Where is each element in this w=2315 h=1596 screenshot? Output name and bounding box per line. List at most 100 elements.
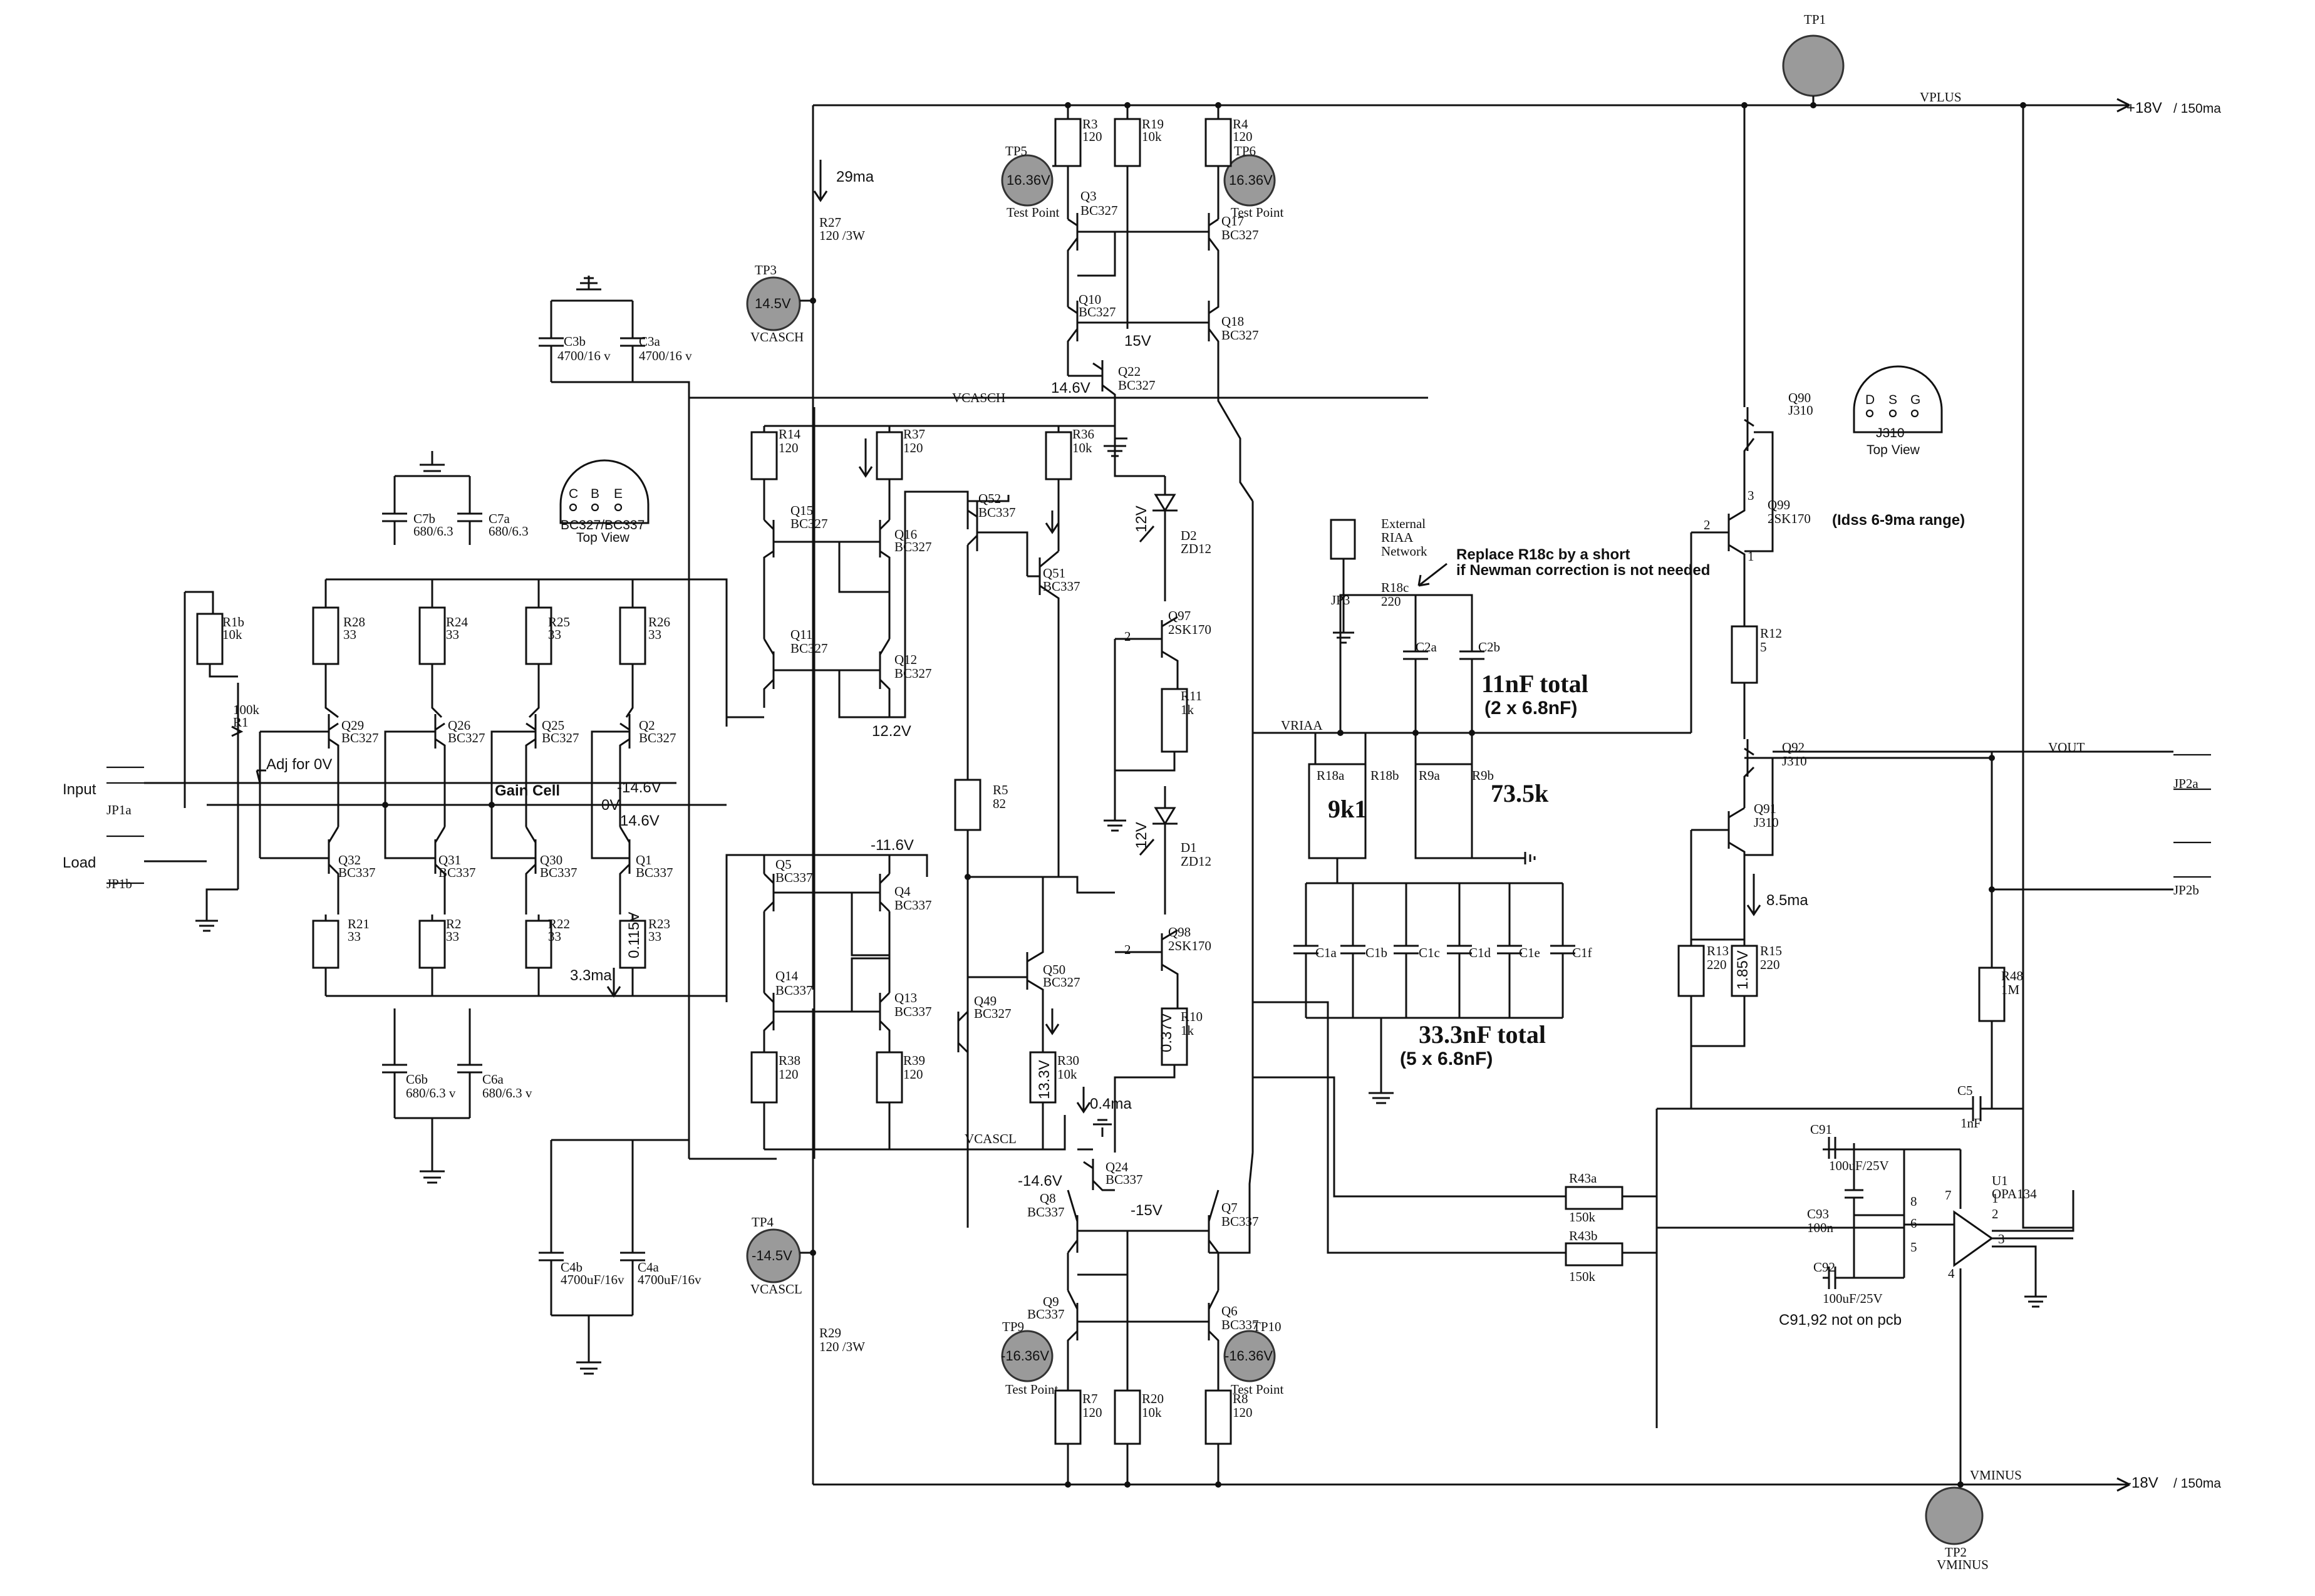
r28-value: 33 [343, 627, 356, 642]
q99-label: Q99 [1768, 497, 1790, 512]
c6b-value: 680/6.3 v [406, 1086, 456, 1101]
tp5-value: 16.36V [1007, 172, 1050, 188]
c6a-label: C6a [482, 1072, 504, 1087]
d2-label: D2 [1181, 528, 1197, 543]
tp10-caption: Test Point [1231, 1382, 1283, 1397]
v12a-note: 12V [1133, 505, 1150, 532]
r25-value: 33 [548, 627, 561, 642]
q31-type: BC337 [438, 865, 476, 880]
r10-value: 1k [1181, 1023, 1194, 1038]
tp1-circle [1782, 34, 1845, 97]
r43a-label: R43a [1569, 1171, 1597, 1186]
d1-label: D1 [1181, 840, 1197, 855]
gain-cell: R28 33 R24 33 R25 33 R26 33 Q29 BC327 Q2… [169, 578, 728, 998]
tp6-circle [1223, 154, 1276, 207]
adj-note: Adj for 0V [266, 756, 332, 773]
q25-type: BC327 [542, 730, 579, 745]
gain-cell-label: Gain Cell [495, 782, 560, 799]
r11-value: 1k [1181, 702, 1194, 717]
r8-label: R8 [1233, 1391, 1248, 1406]
q10-type: BC327 [1079, 304, 1116, 319]
second-stage: R14 120 R37 120 R36 10k Q15 BC327 Q16 BC… [725, 407, 1254, 1228]
r8-value: 120 [1233, 1405, 1253, 1420]
pin6-label: 6 [1910, 1216, 1917, 1231]
v122-note: 12.2V [872, 723, 911, 740]
vcascl-label: VCASCL [965, 1131, 1017, 1146]
jp3-body [1330, 519, 1356, 560]
q1-label: Q1 [636, 852, 652, 868]
r2-value: 33 [446, 929, 459, 944]
v037-note: 0.37V [1158, 1013, 1175, 1052]
c92-value: 100uF/25V [1823, 1291, 1883, 1306]
q3-type: BC327 [1080, 203, 1118, 218]
r18c-label: R18c [1381, 580, 1409, 595]
c1c-label: C1c [1419, 945, 1440, 960]
q13-label: Q13 [894, 990, 917, 1005]
replace-note-1: Replace R18c by a short [1456, 546, 1630, 563]
jp1b-label: JP1b [106, 876, 132, 891]
c6b-label: C6b [406, 1072, 428, 1087]
r48-label: R48 [2001, 968, 2023, 983]
u1-label: U1 [1992, 1173, 2008, 1188]
q26-type: BC327 [448, 730, 485, 745]
r30-value: 10k [1057, 1067, 1077, 1082]
q2-type: BC327 [639, 730, 676, 745]
tp2-circle [1925, 1486, 1984, 1545]
v12b-note: 12V [1133, 822, 1150, 849]
pin-e: E [614, 487, 623, 501]
tp4-circle [746, 1228, 801, 1283]
q25-label: Q25 [542, 718, 564, 733]
r36-label: R36 [1072, 427, 1094, 442]
r7-label: R7 [1082, 1391, 1098, 1406]
q18-type: BC327 [1221, 328, 1259, 343]
bc-caption: BC327/BC337 [561, 518, 645, 532]
r21-label: R21 [348, 916, 370, 931]
r2-label: R2 [446, 916, 462, 931]
vm15-note: -15V [1131, 1202, 1163, 1219]
q97-type: 2SK170 [1168, 622, 1211, 637]
c1e-label: C1e [1519, 945, 1540, 960]
q5-label: Q5 [775, 857, 792, 872]
pos-rail-label: +18V [2126, 100, 2162, 117]
tp3-value: 14.5V [755, 296, 791, 311]
tp3-sub: VCASCH [750, 329, 804, 345]
r10-label: R10 [1181, 1009, 1203, 1024]
q15-label: Q15 [790, 503, 813, 518]
tp2-sub: VMINUS [1937, 1557, 1989, 1572]
c4b-value: 4700uF/16v [561, 1272, 624, 1287]
q90-label: Q90 [1788, 390, 1811, 405]
c92-label: C92 [1813, 1260, 1835, 1275]
pin-c: C [569, 487, 578, 501]
pin5-label: 5 [1910, 1240, 1917, 1255]
input-label: Input [63, 781, 96, 798]
r1-label: R1 [233, 715, 249, 730]
d2-type: ZD12 [1181, 541, 1211, 556]
r4-value: 120 [1233, 129, 1253, 144]
upper-current-source: R3 120 R19 10k R4 120 Q3 BC327 Q17 BC327… [800, 105, 1259, 502]
q52-type: BC337 [978, 505, 1016, 520]
c1d-label: C1d [1469, 945, 1491, 960]
q90-type: J310 [1788, 403, 1813, 418]
r15-value: 220 [1760, 957, 1780, 972]
q98-gate: 2 [1124, 942, 1131, 957]
tp4-value: -14.5V [752, 1248, 792, 1263]
q14-label: Q14 [775, 968, 799, 983]
v0115-note: 0.115V [626, 912, 643, 958]
r9b-label: R9b [1472, 768, 1494, 783]
pin-s: S [1888, 393, 1897, 407]
v133-note: 13.3V [1036, 1060, 1053, 1099]
q5-type: BC337 [775, 870, 813, 885]
j310-caption: J310 [1876, 426, 1905, 440]
pin1-label: 1 [1992, 1191, 1999, 1206]
junctions [382, 102, 2026, 1488]
q51-type: BC337 [1043, 579, 1080, 594]
idss-note: (Idss 6-9ma range) [1832, 512, 1965, 529]
q97-gate: 2 [1124, 629, 1131, 644]
c1f-label: C1f [1572, 945, 1592, 960]
r5-label: R5 [993, 782, 1008, 797]
q4-label: Q4 [894, 884, 911, 899]
q10-label: Q10 [1079, 292, 1101, 307]
jfet-bias: D2 ZD12 12V Q97 2SK170 2 R11 1k D1 ZD12 … [1104, 438, 1211, 1153]
r14-value: 120 [779, 440, 799, 455]
q97-label: Q97 [1168, 608, 1191, 623]
